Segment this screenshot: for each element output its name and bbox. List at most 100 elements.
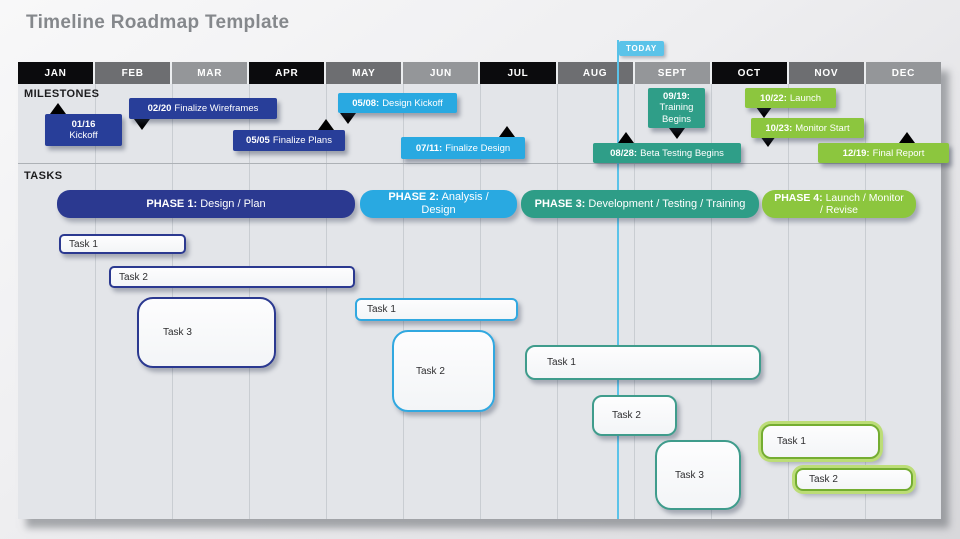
month-oct: OCT — [711, 62, 787, 84]
phase-label: PHASE 1: Design / Plan — [146, 198, 265, 211]
phase-number: PHASE 4: — [774, 191, 823, 204]
task-label: Task 2 — [809, 474, 838, 485]
phase-4-bar[interactable]: PHASE 4: Launch / Monitor / Revise — [762, 190, 916, 218]
task-box-phase1-task1[interactable]: Task 1 — [59, 234, 186, 254]
month-gridline — [557, 84, 558, 519]
milestone-pointer — [899, 132, 915, 143]
milestone-label: Finalize Design — [445, 142, 511, 154]
milestone-date: 10/22: — [759, 92, 787, 104]
milestone-date: 08/28: — [610, 147, 638, 159]
month-aug: AUG — [557, 62, 633, 84]
task-label: Task 3 — [675, 469, 704, 481]
milestone-design-kickoff[interactable]: 05/08: Design Kickoff — [338, 93, 457, 113]
month-jul: JUL — [480, 62, 556, 84]
phase-label: PHASE 4: Launch / Monitor / Revise — [772, 192, 906, 216]
milestone-label: Training Begins — [659, 102, 694, 125]
task-label: Task 1 — [367, 304, 396, 315]
phase-number: PHASE 3: — [534, 197, 586, 210]
milestone-label: Finalize Wireframes — [174, 103, 259, 114]
milestone-final-report[interactable]: 12/19: Final Report — [818, 143, 949, 163]
milestone-pointer — [318, 119, 334, 130]
task-box-phase3-task1[interactable]: Task 1 — [525, 345, 761, 380]
task-box-phase2-task1[interactable]: Task 1 — [355, 298, 518, 321]
phase-name: Design / Plan — [200, 197, 266, 210]
milestone-label: Beta Testing Begins — [640, 147, 724, 159]
task-box-phase4-task2[interactable]: Task 2 — [795, 468, 913, 491]
milestone-finalize-plans[interactable]: 05/05 Finalize Plans — [233, 130, 345, 151]
month-jan: JAN — [18, 62, 94, 84]
phase-2-bar[interactable]: PHASE 2: Analysis / Design — [360, 190, 517, 218]
task-box-phase1-task3[interactable]: Task 3 — [137, 297, 276, 368]
milestone-label: Finalize Plans — [272, 135, 332, 146]
milestone-date: 02/20 — [147, 103, 172, 114]
today-flag[interactable]: TODAY — [619, 41, 664, 56]
milestone-date: 05/05 — [246, 135, 270, 146]
task-box-phase1-task2[interactable]: Task 2 — [109, 266, 355, 288]
task-label: Task 2 — [612, 410, 641, 421]
milestone-pointer — [50, 103, 66, 114]
milestone-finalize-wireframes[interactable]: 02/20 Finalize Wireframes — [129, 98, 277, 119]
task-box-phase3-task3[interactable]: Task 3 — [655, 440, 741, 510]
milestone-date: 09/19: — [663, 90, 690, 102]
milestone-label: Final Report — [872, 147, 925, 159]
month-nov: NOV — [788, 62, 864, 84]
milestone-pointer — [618, 132, 634, 143]
phase-number: PHASE 1: — [146, 197, 198, 210]
milestone-monitor-start[interactable]: 10/23: Monitor Start — [751, 118, 864, 138]
task-label: Task 1 — [777, 436, 806, 447]
phase-3-bar[interactable]: PHASE 3: Development / Testing / Trainin… — [521, 190, 759, 218]
today-line — [617, 40, 619, 519]
task-label: Task 2 — [119, 271, 148, 283]
task-box-phase4-task1[interactable]: Task 1 — [761, 424, 880, 459]
phase-1-bar[interactable]: PHASE 1: Design / Plan — [57, 190, 355, 218]
milestone-pointer — [340, 113, 356, 124]
milestone-pointer — [760, 136, 776, 147]
phase-name: Analysis / Design — [421, 191, 489, 216]
milestone-pointer — [756, 107, 772, 118]
milestone-date: 12/19: — [842, 147, 870, 159]
phase-number: PHASE 2: — [388, 191, 440, 204]
milestone-label: Design Kickoff — [382, 97, 443, 109]
milestone-date: 01/16 — [71, 118, 96, 130]
month-dec: DEC — [865, 62, 941, 84]
milestone-pointer — [499, 126, 515, 137]
month-gridline — [865, 84, 866, 519]
milestone-beta-testing-begins[interactable]: 08/28: Beta Testing Begins — [593, 143, 741, 163]
milestone-date: 10/23: — [765, 122, 793, 134]
milestone-label: Kickoff — [69, 130, 98, 141]
milestones-section-label: MILESTONES — [24, 88, 100, 100]
tasks-section-label: TASKS — [24, 170, 63, 182]
task-label: Task 1 — [69, 238, 98, 250]
task-box-phase3-task2[interactable]: Task 2 — [592, 395, 677, 436]
task-label: Task 1 — [547, 357, 576, 368]
month-gridline — [95, 84, 96, 519]
month-gridline — [634, 84, 635, 519]
task-box-phase2-task2[interactable]: Task 2 — [392, 330, 495, 412]
page-title: Timeline Roadmap Template — [26, 12, 290, 33]
milestone-kickoff[interactable]: 01/16 Kickoff — [45, 114, 122, 146]
phase-name: Launch / Monitor / Revise — [820, 191, 904, 216]
month-gridline — [711, 84, 712, 519]
phase-name: Development / Testing / Training — [588, 197, 746, 210]
milestone-pointer — [669, 128, 685, 139]
task-label: Task 3 — [163, 327, 192, 338]
month-header-row: JAN FEB MAR APR MAY JUN JUL AUG SEPT OCT… — [18, 62, 941, 84]
milestone-pointer — [134, 119, 150, 130]
phase-label: PHASE 2: Analysis / Design — [370, 191, 507, 216]
month-gridline — [788, 84, 789, 519]
milestone-label: Launch — [789, 92, 822, 104]
month-may: MAY — [326, 62, 402, 84]
month-feb: FEB — [95, 62, 171, 84]
milestone-finalize-design[interactable]: 07/11: Finalize Design — [401, 137, 525, 159]
milestone-date: 07/11: — [415, 142, 443, 154]
month-sept: SEPT — [634, 62, 710, 84]
milestone-launch[interactable]: 10/22: Launch — [745, 88, 836, 108]
month-mar: MAR — [172, 62, 248, 84]
milestone-training-begins[interactable]: 09/19: Training Begins — [648, 88, 705, 128]
month-gridline — [326, 84, 327, 519]
milestone-label: Monitor Start — [795, 122, 850, 134]
phase-label: PHASE 3: Development / Testing / Trainin… — [535, 198, 746, 211]
task-label: Task 2 — [416, 365, 445, 377]
month-apr: APR — [249, 62, 325, 84]
